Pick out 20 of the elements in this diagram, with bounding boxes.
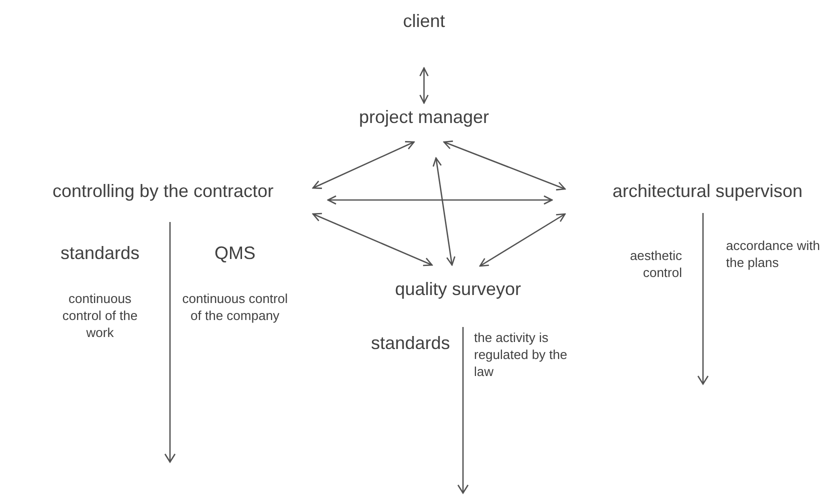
- note-text: continuous control of the work: [61, 290, 139, 341]
- role-label: client: [384, 8, 464, 34]
- note-text: QMS: [213, 242, 256, 265]
- double-arrow: [312, 212, 433, 266]
- double-arrow: [443, 140, 566, 190]
- role-label: project manager: [344, 104, 504, 130]
- note-text: standards: [59, 242, 141, 265]
- role-label: controlling by the contractor: [18, 178, 308, 204]
- note-text: the activity is regulated by the law: [474, 329, 568, 380]
- role-label: architectural supervison: [585, 178, 830, 204]
- note-text: continuous control of the company: [181, 290, 289, 324]
- note-text: aesthetic control: [628, 247, 682, 281]
- role-label: quality surveyor: [372, 276, 544, 302]
- note-text: standards: [370, 332, 450, 355]
- double-arrow: [419, 67, 429, 104]
- double-arrow: [479, 213, 566, 267]
- double-arrow: [312, 141, 415, 189]
- note-text: accordance with the plans: [726, 237, 821, 271]
- double-arrow: [432, 157, 456, 266]
- double-arrow: [327, 195, 553, 205]
